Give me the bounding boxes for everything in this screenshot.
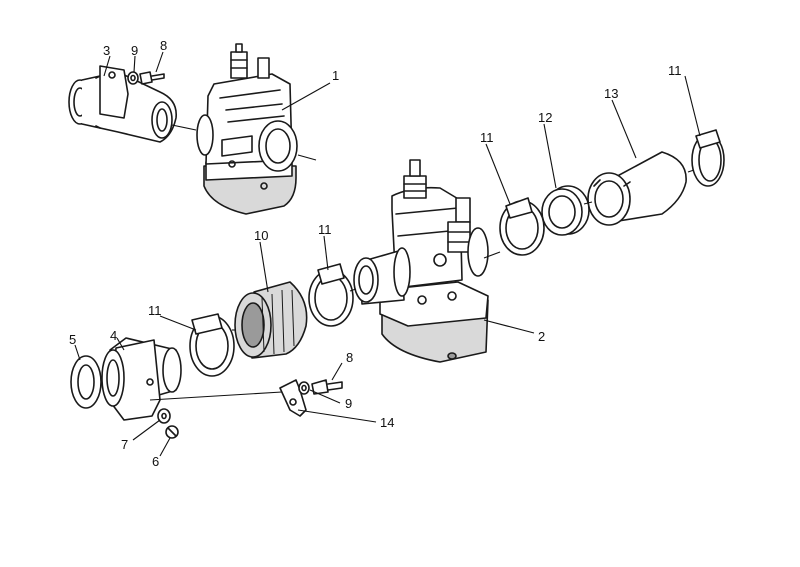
washer-part-9-bottom [298, 381, 310, 395]
washer-part-7 [157, 408, 171, 424]
intake-manifold-part-4 [101, 337, 182, 421]
callout-4: 4 [110, 328, 117, 343]
callout-labels: 1 2 3 4 5 6 7 8 8 9 9 10 11 11 11 11 12 … [69, 38, 682, 469]
carburetor-part-1-small [196, 43, 298, 215]
callout-9-bottom: 9 [345, 396, 352, 411]
spacer-ring-part-12 [541, 185, 590, 236]
callout-8-top: 8 [160, 38, 167, 53]
callout-11-right: 11 [668, 63, 682, 78]
callout-2: 2 [538, 329, 545, 344]
intake-manifold-part-3 [68, 65, 177, 143]
callout-10: 10 [254, 228, 268, 243]
hose-clamp-part-11-center [308, 263, 354, 327]
leader-lines [74, 51, 701, 457]
gasket-part-5 [70, 355, 102, 409]
callout-11-lower: 11 [148, 303, 162, 318]
callout-9-top: 9 [131, 43, 138, 58]
carburetor-part-2-large [353, 159, 489, 363]
rubber-hose-part-10 [234, 281, 308, 359]
screw-part-6 [165, 425, 179, 439]
hose-clamp-part-11-right [691, 129, 725, 187]
callout-7: 7 [121, 437, 128, 452]
callout-3: 3 [103, 43, 110, 58]
callout-12: 12 [538, 110, 552, 125]
washer-part-9-top [127, 71, 139, 85]
callout-14: 14 [380, 415, 394, 430]
callout-5: 5 [69, 332, 76, 347]
rubber-sleeve-part-13 [587, 151, 687, 226]
callout-13: 13 [604, 86, 618, 101]
assembly-axis-lines [149, 124, 695, 401]
callout-6: 6 [152, 454, 159, 469]
hose-clamp-part-11-lower [189, 313, 235, 377]
screw-part-8-bottom [311, 379, 343, 395]
screw-part-8-top [139, 71, 165, 85]
callout-11-center: 11 [318, 222, 332, 237]
callout-1: 1 [332, 68, 339, 83]
callout-8-bottom: 8 [346, 350, 353, 365]
hose-clamp-part-11-upper [499, 197, 545, 256]
callout-11-upper: 11 [480, 130, 494, 145]
